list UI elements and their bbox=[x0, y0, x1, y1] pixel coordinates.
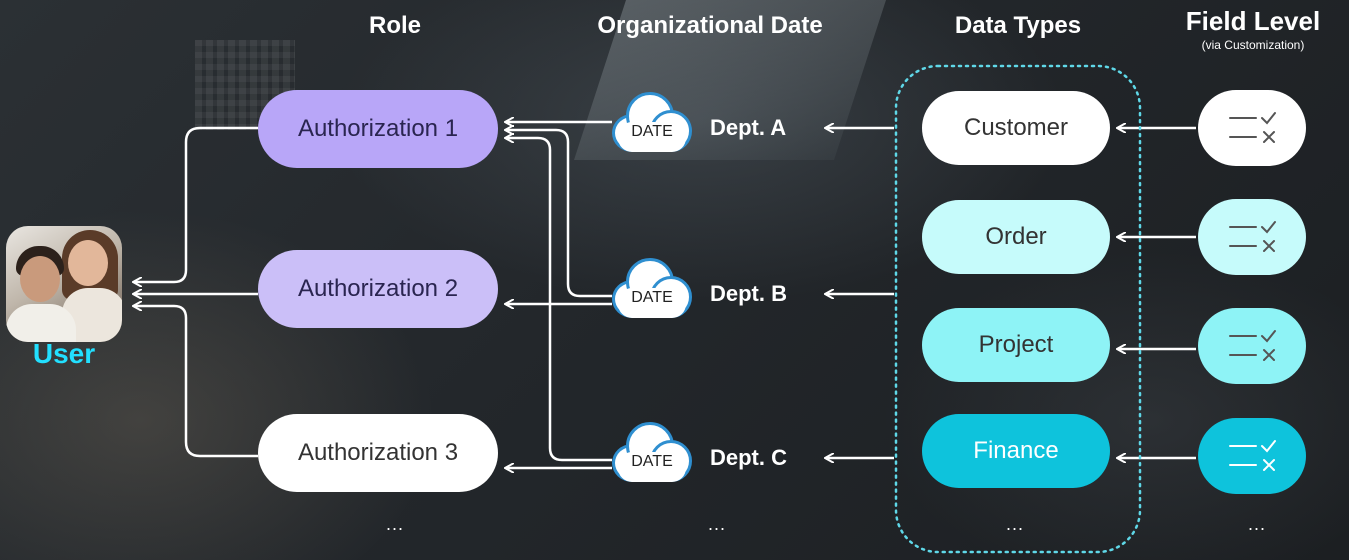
field-level-customer[interactable] bbox=[1198, 90, 1306, 166]
arrow-role3-to-user bbox=[134, 306, 258, 458]
field-checklist-icon bbox=[1229, 440, 1276, 471]
data-type-project[interactable]: Project bbox=[922, 308, 1110, 382]
field-level-project[interactable] bbox=[1198, 308, 1306, 384]
arrow-role1-to-user bbox=[134, 126, 258, 282]
user-label: User bbox=[32, 338, 96, 369]
header-field-level-subtitle: (via Customization) bbox=[1201, 38, 1305, 52]
field-checklist-icon bbox=[1229, 112, 1276, 143]
role-authorization-3[interactable]: Authorization 3 bbox=[258, 414, 498, 492]
data-type-finance[interactable]: Finance bbox=[922, 414, 1110, 488]
dept-a-cloud-label: DATE bbox=[631, 123, 673, 140]
field-checklist-icon bbox=[1229, 221, 1276, 252]
field-level-finance[interactable] bbox=[1198, 418, 1306, 494]
dept-b-label: Dept. B bbox=[710, 281, 787, 306]
header-data-types: Data Types bbox=[954, 12, 1082, 39]
header-organizational-date: Organizational Date bbox=[597, 12, 823, 39]
field-level-order[interactable] bbox=[1198, 199, 1306, 275]
role-ellipsis: ... bbox=[386, 514, 405, 534]
arrow-deptB-to-role1 bbox=[506, 130, 612, 298]
role-authorization-1[interactable]: Authorization 1 bbox=[258, 90, 498, 168]
dept-b-date-cloud-icon: DATE bbox=[612, 258, 692, 320]
role-authorization-2[interactable]: Authorization 2 bbox=[258, 250, 498, 328]
dept-b-cloud-label: DATE bbox=[631, 289, 673, 306]
dept-a-date-cloud-icon: DATE bbox=[612, 92, 692, 154]
data-type-customer[interactable]: Customer bbox=[922, 91, 1110, 165]
data-type-order[interactable]: Order bbox=[922, 200, 1110, 274]
data-types-dotted-box bbox=[894, 64, 1142, 554]
org-date-ellipsis: ... bbox=[708, 514, 727, 534]
dept-c-label: Dept. C bbox=[710, 445, 787, 470]
dept-c-date-cloud-icon: DATE bbox=[612, 422, 692, 484]
arrow-deptC-to-role1 bbox=[506, 138, 612, 462]
dept-c-cloud-label: DATE bbox=[631, 453, 673, 470]
user-avatar bbox=[6, 226, 122, 342]
data-types-ellipsis: ... bbox=[1006, 514, 1025, 534]
field-level-ellipsis: ... bbox=[1248, 514, 1267, 534]
field-checklist-icon bbox=[1229, 330, 1276, 361]
dept-a-label: Dept. A bbox=[710, 115, 787, 140]
header-role: Role bbox=[368, 12, 421, 39]
header-field-level: Field Level bbox=[1185, 6, 1321, 36]
